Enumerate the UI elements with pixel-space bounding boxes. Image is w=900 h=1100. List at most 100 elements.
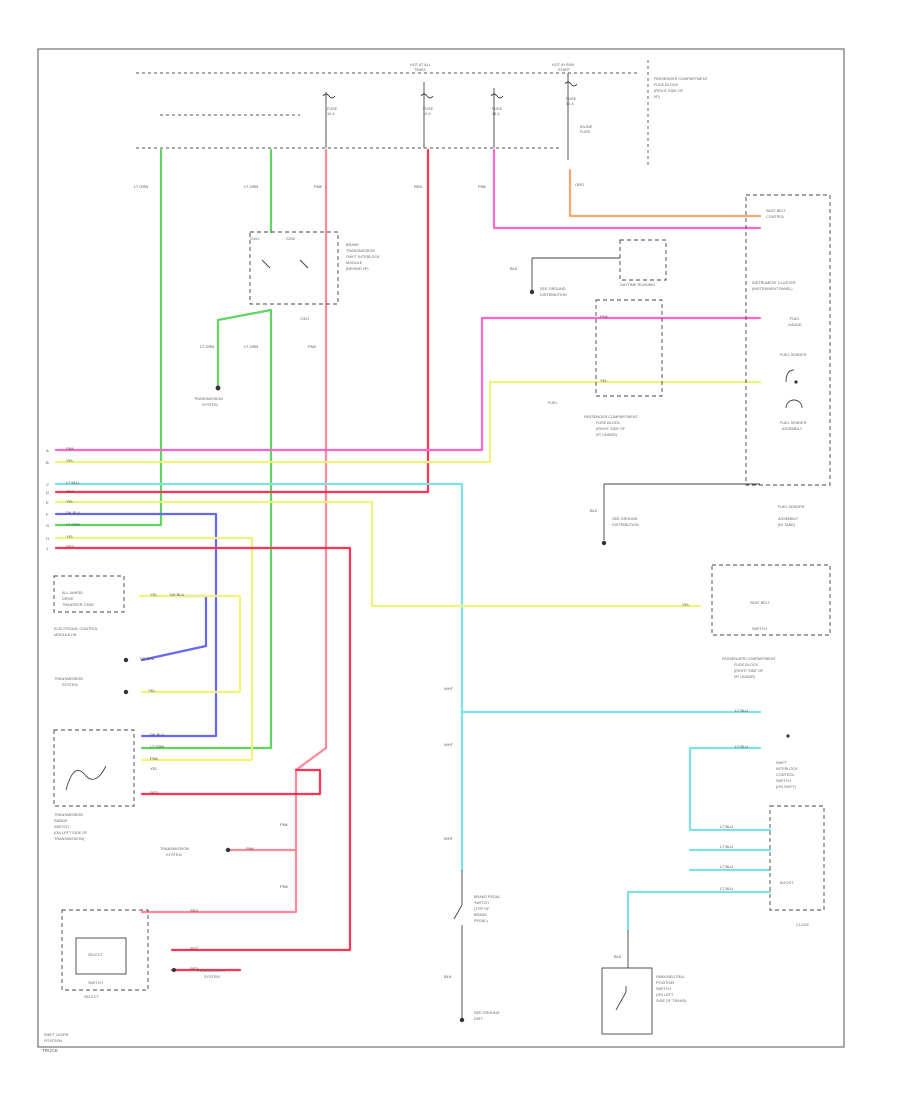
svg-text:DISTRIBUTION: DISTRIBUTION <box>540 293 567 297</box>
wire-yellow-1 <box>54 380 762 464</box>
svg-text:LT GRN: LT GRN <box>134 184 148 189</box>
ground-mid-top: SEE GROUND DISTRIBUTION <box>529 257 620 297</box>
svg-text:G301: G301 <box>300 317 309 321</box>
wire-yellow-4 <box>138 594 242 694</box>
svg-text:PARK/NEUTRAL: PARK/NEUTRAL <box>656 975 685 979</box>
svg-text:PNK: PNK <box>280 822 289 827</box>
svg-text:SYSTEM: SYSTEM <box>204 975 220 979</box>
svg-text:YEL: YEL <box>148 688 156 693</box>
fuse-c-label: FUSE <box>492 107 503 111</box>
svg-text:PNK: PNK <box>150 756 159 761</box>
svg-text:LT GRN: LT GRN <box>200 344 214 349</box>
svg-text:YEL: YEL <box>600 378 608 383</box>
svg-text:(BEHIND I/P): (BEHIND I/P) <box>346 267 369 271</box>
svg-text:RED: RED <box>66 489 75 494</box>
svg-text:SEE GROUND: SEE GROUND <box>612 517 638 521</box>
svg-text:FUEL: FUEL <box>548 401 558 405</box>
svg-text:PNK: PNK <box>314 184 323 189</box>
svg-text:FUEL SENDER: FUEL SENDER <box>780 421 807 425</box>
fuse-feeds <box>322 73 578 160</box>
fuse-a-label: FUSE <box>327 107 338 111</box>
brake-pedal-switch: BRAKE PEDAL SWITCH (TOP OF BRAKE PEDAL) … <box>453 870 500 1023</box>
svg-text:SWITCH: SWITCH <box>776 779 791 783</box>
svg-text:MODULE (IN: MODULE (IN <box>54 633 77 637</box>
svg-text:RANGE: RANGE <box>54 819 68 823</box>
svg-text:MODULE: MODULE <box>346 261 363 265</box>
ground-markers: G101 G200 G301 <box>250 237 534 321</box>
svg-text:WHT: WHT <box>444 836 454 841</box>
svg-text:TRANSFER CASE: TRANSFER CASE <box>62 603 94 607</box>
svg-text:(ON LEFT SIDE OF: (ON LEFT SIDE OF <box>54 831 88 835</box>
fuse-panel-note-3: (RIGHT SIDE OF <box>654 89 684 93</box>
svg-text:SHIFT INTERLOCK: SHIFT INTERLOCK <box>346 255 380 259</box>
svg-text:PEDAL): PEDAL) <box>474 919 488 923</box>
svg-text:LT GRN: LT GRN <box>150 744 164 749</box>
svg-text:SHIFT LEVER: SHIFT LEVER <box>44 1033 69 1037</box>
svg-text:SYSTEM: SYSTEM <box>166 853 182 857</box>
svg-text:RED: RED <box>150 790 159 795</box>
svg-text:I/P, UNDER): I/P, UNDER) <box>734 675 756 679</box>
label-hot-in-run: HOT IN RUN <box>552 63 574 67</box>
svg-text:SYSTEM: SYSTEM <box>62 683 78 687</box>
svg-text:C: C <box>46 482 49 487</box>
svg-text:G200: G200 <box>286 237 295 241</box>
svg-text:BLK: BLK <box>510 266 518 271</box>
label-hot-at-all-times-b: TIMES <box>414 68 426 72</box>
svg-text:TRANSMISSION): TRANSMISSION) <box>54 837 85 841</box>
svg-text:J: J <box>46 546 48 551</box>
wire-blue-1 <box>54 512 218 738</box>
svg-text:SWITCH: SWITCH <box>656 987 671 991</box>
svg-text:LT BLU: LT BLU <box>720 844 733 849</box>
wire-pink-2 <box>492 148 762 230</box>
fuse-panel-note-2: FUSE BLOCK <box>654 83 679 87</box>
fuse-b-label: FUSE <box>423 107 434 111</box>
svg-text:E: E <box>46 500 49 505</box>
svg-text:SELECT: SELECT <box>84 995 99 999</box>
svg-text:LT GRN: LT GRN <box>66 522 80 527</box>
svg-text:BLK: BLK <box>444 974 452 979</box>
svg-text:YEL: YEL <box>66 499 74 504</box>
svg-text:H: H <box>46 536 49 541</box>
svg-text:(ON SHIFT): (ON SHIFT) <box>776 785 797 789</box>
svg-text:FUSE BLOCK: FUSE BLOCK <box>596 421 621 425</box>
brake-shift-interlock-module: BRAKE TRANSMISSION SHIFT INTERLOCK MODUL… <box>249 231 380 305</box>
svg-text:(RIGHT SIDE OF: (RIGHT SIDE OF <box>734 669 764 673</box>
wire-red-2 <box>54 546 352 952</box>
svg-text:SEAT BELT: SEAT BELT <box>766 209 787 213</box>
svg-text:F: F <box>46 512 49 517</box>
diagram-border <box>37 48 845 1048</box>
svg-text:I/P, UNDER): I/P, UNDER) <box>596 433 618 437</box>
svg-text:TRANSMISSION: TRANSMISSION <box>160 847 189 851</box>
svg-text:DK BLU: DK BLU <box>66 510 81 515</box>
fuse-panel-note-4: I/P) <box>654 95 661 99</box>
wire-green-1 <box>54 148 163 527</box>
wire-cyan-6 <box>626 890 772 932</box>
wire-red-3 <box>140 768 322 796</box>
svg-text:FUSE BLOCK: FUSE BLOCK <box>734 663 759 667</box>
fuse-a-amp: 10 A <box>327 112 335 116</box>
svg-text:FUEL: FUEL <box>790 317 800 321</box>
svg-text:LT BLU: LT BLU <box>735 744 748 749</box>
wire-cyan-3 <box>688 746 772 832</box>
svg-text:FUEL SENDER: FUEL SENDER <box>778 505 805 509</box>
svg-text:(TOP OF: (TOP OF <box>474 907 490 911</box>
svg-text:ALL-WHEEL: ALL-WHEEL <box>62 591 84 595</box>
fuse-panel-note-1: PASSENGER COMPARTMENT <box>654 77 708 81</box>
svg-text:D: D <box>46 490 49 495</box>
wire-yellow-2 <box>54 500 702 608</box>
svg-text:PNK: PNK <box>308 344 317 349</box>
wire-blue-2 <box>140 594 208 662</box>
label-hot-at-all-times: HOT AT ALL <box>410 63 431 67</box>
svg-text:DISTRIBUTION: DISTRIBUTION <box>612 523 639 527</box>
svg-text:BRAKE: BRAKE <box>474 913 487 917</box>
svg-text:SWITCH: SWITCH <box>54 825 69 829</box>
wire-orange-1 <box>568 168 762 218</box>
fuel-sender-assembly: SEE GROUND DISTRIBUTION FUEL SENDER ASSE… <box>601 483 805 546</box>
svg-text:SELECT: SELECT <box>88 953 103 957</box>
svg-text:PNK: PNK <box>478 184 487 189</box>
svg-text:GAUGE: GAUGE <box>788 323 802 327</box>
svg-text:YEL: YEL <box>150 766 158 771</box>
svg-text:DK BLU: DK BLU <box>150 732 165 737</box>
svg-text:LT BLU: LT BLU <box>735 708 748 713</box>
